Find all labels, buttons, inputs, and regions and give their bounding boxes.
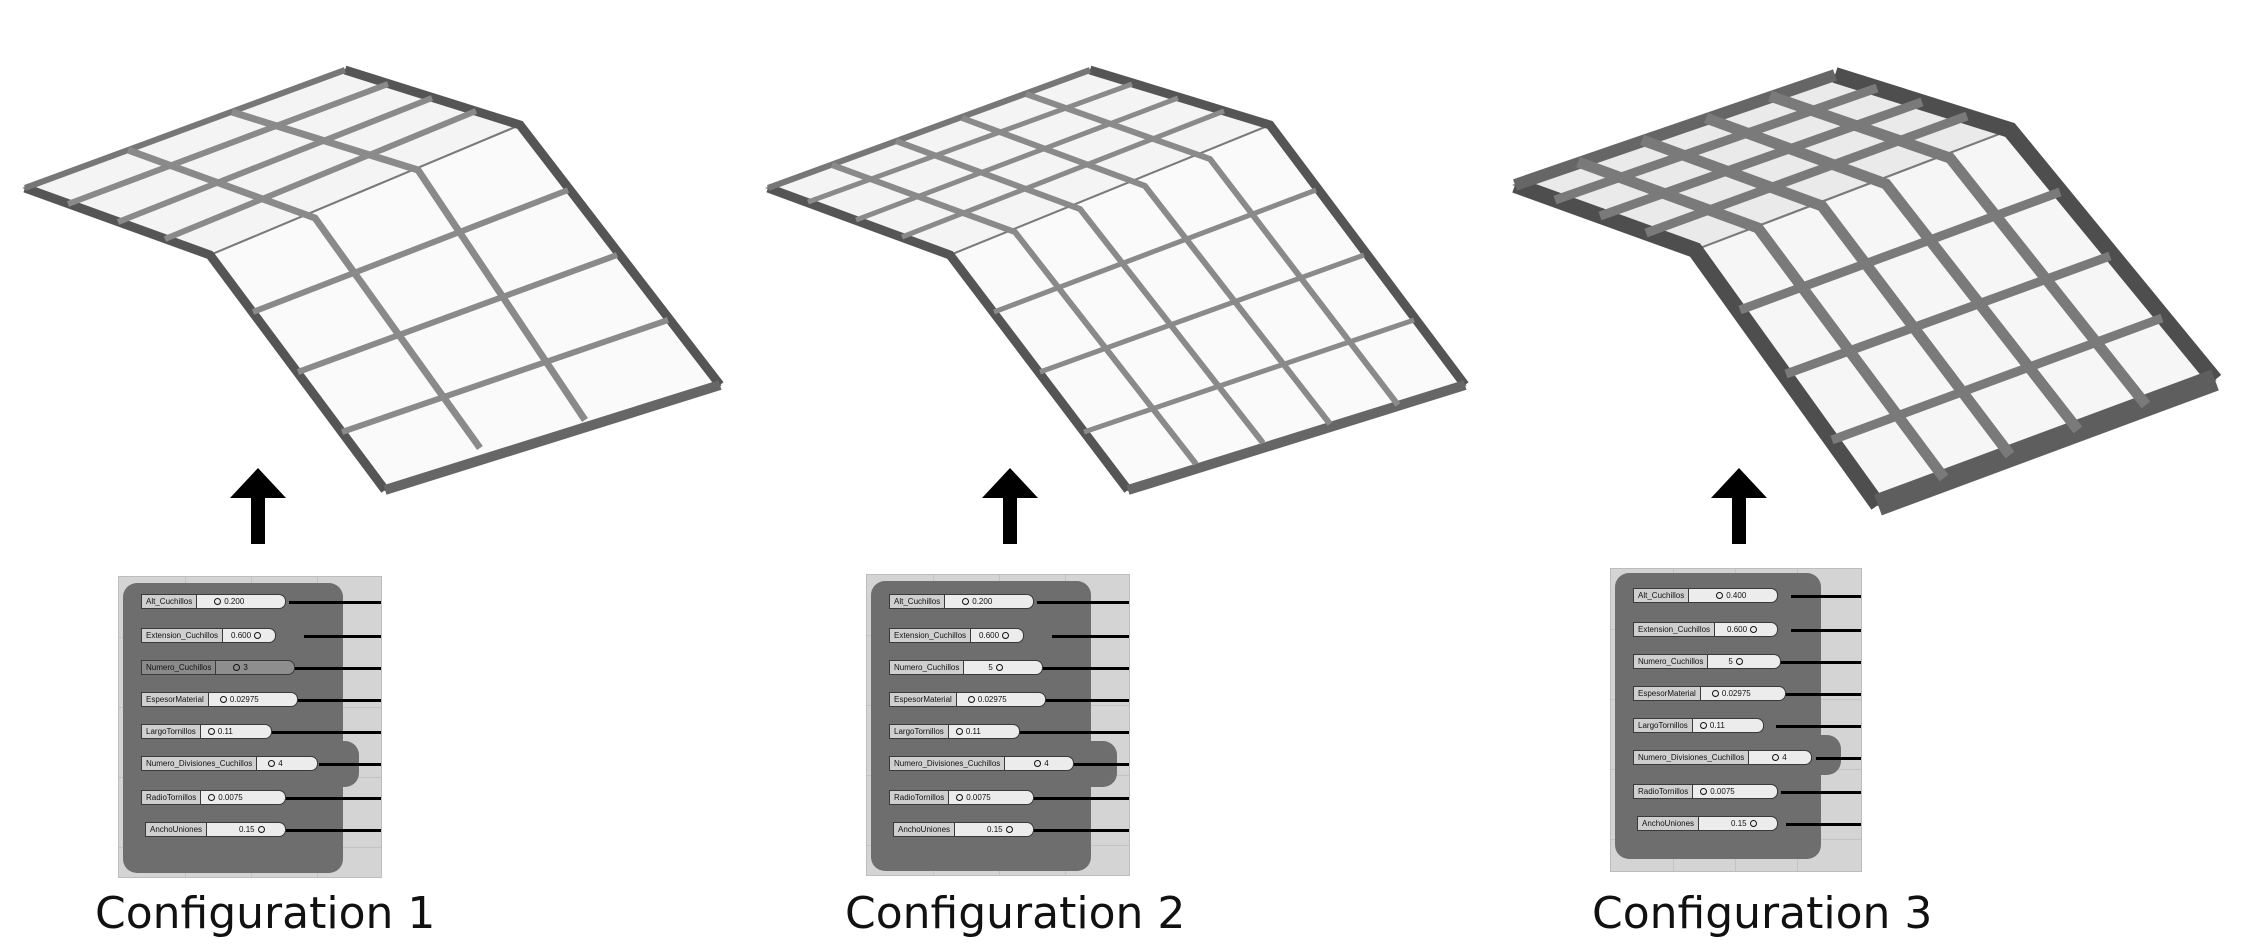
slider-knob-icon[interactable]	[207, 728, 215, 736]
slider-extension-cuchillos[interactable]: Extension_Cuchillos 0.600	[889, 628, 1025, 643]
configuration-caption: Configuration 2	[845, 888, 1186, 939]
slider-radio-tornillos[interactable]: RadioTornillos 0.0075	[889, 790, 1035, 805]
slider-largo-tornillos[interactable]: LargoTornillos 0.11	[141, 724, 272, 739]
slider-knob-icon[interactable]	[967, 696, 975, 704]
slider-knob-icon[interactable]	[955, 728, 963, 736]
slider-knob-icon[interactable]	[1034, 760, 1042, 768]
slider-knob-icon[interactable]	[956, 794, 964, 802]
output-wire	[1037, 601, 1129, 604]
output-wire	[289, 601, 381, 604]
slider-alt-cuchillos[interactable]: Alt_Cuchillos 0.200	[889, 594, 1035, 609]
output-wire	[1791, 595, 1861, 598]
slider-knob-icon[interactable]	[254, 632, 262, 640]
slider-knob-icon[interactable]	[268, 760, 276, 768]
up-arrow-icon	[982, 468, 1038, 544]
up-arrow-icon	[230, 468, 286, 544]
slider-knob-icon[interactable]	[208, 794, 216, 802]
slider-knob-icon[interactable]	[257, 826, 265, 834]
slider-knob-icon[interactable]	[1772, 754, 1780, 762]
slider-knob-icon[interactable]	[1735, 658, 1743, 666]
slider-espesor-material[interactable]: EspesorMaterial 0.02975	[141, 692, 298, 707]
slider-panel-2: Alt_Cuchillos 0.200 Extension_Cuchillos …	[866, 574, 1130, 876]
slider-knob-icon[interactable]	[962, 598, 970, 606]
slider-knob-icon[interactable]	[219, 696, 227, 704]
frame-model-2	[765, 65, 1469, 495]
slider-panel-1: Alt_Cuchillos 0.200 Extension_Cuchillos …	[118, 576, 382, 878]
frame-model-1	[22, 65, 724, 495]
slider-numero-divisiones-cuchillos[interactable]: Numero_Divisiones_Cuchillos 4	[889, 756, 1075, 771]
slider-alt-cuchillos[interactable]: Alt_Cuchillos 0.200	[141, 594, 287, 609]
slider-extension-cuchillos[interactable]: Extension_Cuchillos 0.600	[141, 628, 277, 643]
slider-extension-cuchillos[interactable]: Extension_Cuchillos 0.600	[1633, 622, 1779, 637]
slider-radio-tornillos[interactable]: RadioTornillos 0.0075	[141, 790, 287, 805]
slider-numero-cuchillos[interactable]: Numero_Cuchillos 5	[1633, 654, 1782, 669]
slider-knob-icon[interactable]	[1002, 632, 1010, 640]
slider-ancho-uniones[interactable]: AnchoUniones 0.15	[1637, 816, 1779, 831]
frame-model-3	[1511, 67, 2222, 516]
slider-espesor-material[interactable]: EspesorMaterial 0.02975	[889, 692, 1046, 707]
slider-knob-icon[interactable]	[1700, 788, 1708, 796]
slider-numero-cuchillos[interactable]: Numero_Cuchillos 5	[889, 660, 1044, 675]
slider-numero-cuchillos[interactable]: Numero_Cuchillos 3	[141, 660, 296, 675]
slider-knob-icon[interactable]	[1750, 626, 1758, 634]
slider-knob-icon[interactable]	[995, 664, 1003, 672]
slider-knob-icon[interactable]	[1716, 592, 1724, 600]
slider-knob-icon[interactable]	[214, 598, 222, 606]
slider-largo-tornillos[interactable]: LargoTornillos 0.11	[889, 724, 1020, 739]
slider-radio-tornillos[interactable]: RadioTornillos 0.0075	[1633, 784, 1779, 799]
configuration-3: Alt_Cuchillos 0.400 Extension_Cuchillos …	[1500, 0, 2250, 947]
slider-knob-icon[interactable]	[1749, 820, 1757, 828]
slider-espesor-material[interactable]: EspesorMaterial 0.02975	[1633, 686, 1786, 701]
configuration-caption: Configuration 1	[95, 888, 436, 939]
slider-alt-cuchillos[interactable]: Alt_Cuchillos 0.400	[1633, 588, 1779, 603]
slider-numero-divisiones-cuchillos[interactable]: Numero_Divisiones_Cuchillos 4	[141, 756, 319, 771]
slider-knob-icon[interactable]	[233, 664, 241, 672]
slider-numero-divisiones-cuchillos[interactable]: Numero_Divisiones_Cuchillos 4	[1633, 750, 1813, 765]
slider-knob-icon[interactable]	[1005, 826, 1013, 834]
slider-knob-icon[interactable]	[1711, 690, 1719, 698]
configuration-1: Alt_Cuchillos 0.200 Extension_Cuchillos …	[0, 0, 750, 947]
up-arrow-icon	[1711, 468, 1767, 544]
slider-ancho-uniones[interactable]: AnchoUniones 0.15	[145, 822, 287, 837]
configuration-2: Alt_Cuchillos 0.200 Extension_Cuchillos …	[750, 0, 1500, 947]
slider-group-background	[1615, 573, 1821, 859]
slider-knob-icon[interactable]	[1699, 722, 1707, 730]
slider-ancho-uniones[interactable]: AnchoUniones 0.15	[893, 822, 1035, 837]
slider-largo-tornillos[interactable]: LargoTornillos 0.11	[1633, 718, 1764, 733]
slider-panel-3: Alt_Cuchillos 0.400 Extension_Cuchillos …	[1610, 568, 1862, 872]
configuration-caption: Configuration 3	[1592, 888, 1933, 939]
